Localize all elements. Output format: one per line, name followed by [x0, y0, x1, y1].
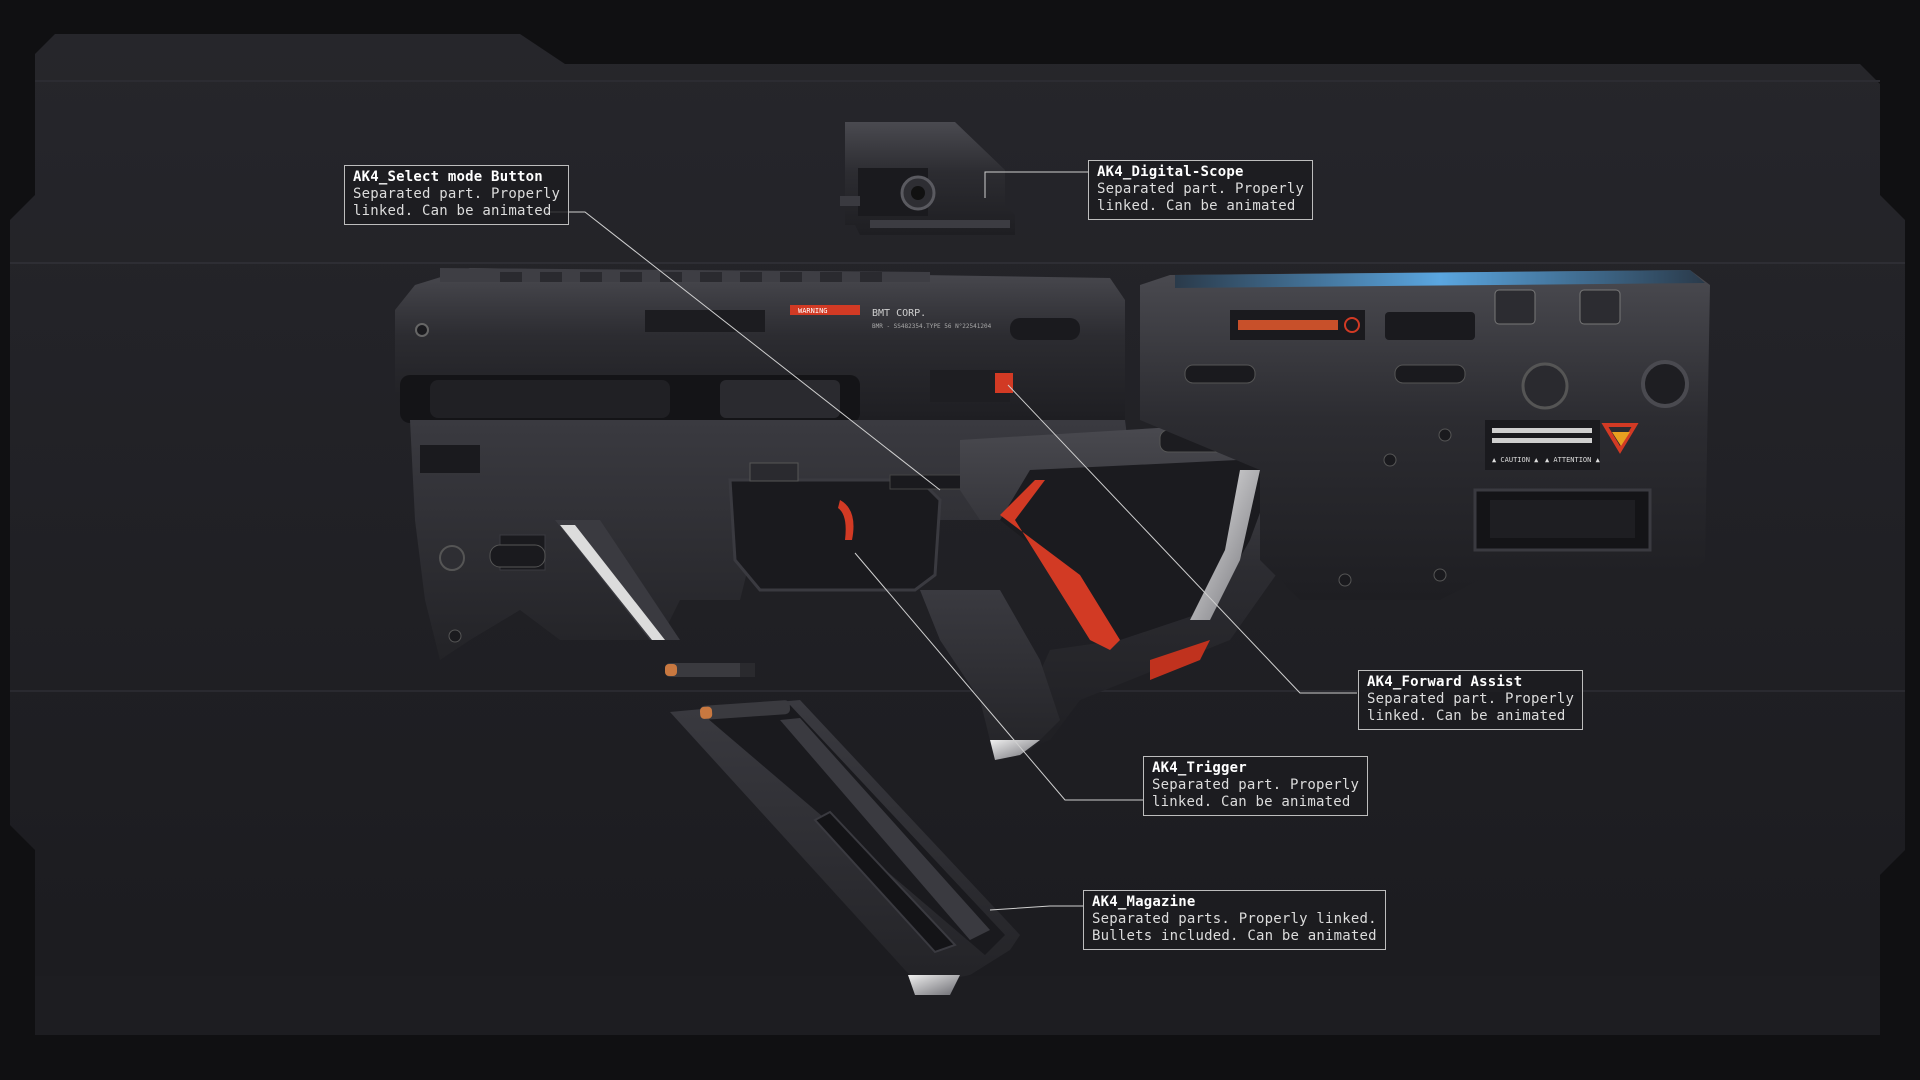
callout-desc-line: Separated part. Properly [1152, 777, 1360, 793]
attention-decal: ▲ ATTENTION ▲ [1545, 456, 1601, 464]
callout-desc-line: Bullets included. Can be animated [1092, 928, 1377, 944]
brand-marking: BMT CORP. [872, 308, 926, 319]
callout-desc-line: linked. Can be animated [353, 203, 552, 219]
caution-decal: ▲ CAUTION ▲ [1492, 456, 1539, 464]
callout-title: AK4_Forward Assist [1367, 674, 1523, 690]
loose-bullet [665, 663, 755, 677]
trigger-part [838, 500, 854, 540]
callout-title: AK4_Select mode Button [353, 169, 543, 185]
callout-desc-line: Separated part. Properly [353, 186, 561, 202]
forward-assist-part [995, 373, 1013, 393]
callout-desc-line: Separated parts. Properly linked. [1092, 911, 1377, 927]
callout-select-mode-button: AK4_Select mode Button Separated part. P… [344, 165, 570, 225]
callout-magazine: AK4_Magazine Separated parts. Properly l… [1083, 890, 1386, 950]
callout-forward-assist: AK4_Forward Assist Separated part. Prope… [1358, 670, 1584, 730]
callout-desc-line: Separated part. Properly [1367, 691, 1575, 707]
warning-decal: WARNING [798, 307, 828, 315]
magazine [670, 700, 1020, 995]
callout-desc-line: linked. Can be animated [1367, 708, 1566, 724]
pistol-grip [920, 590, 1060, 760]
callout-desc-line: linked. Can be animated [1097, 198, 1296, 214]
callout-desc-line: linked. Can be animated [1152, 794, 1351, 810]
callout-title: AK4_Trigger [1152, 760, 1247, 776]
callout-digital-scope: AK4_Digital-Scope Separated part. Proper… [1088, 160, 1314, 220]
callout-trigger: AK4_Trigger Separated part. Properly lin… [1143, 756, 1369, 816]
callout-desc-line: Separated part. Properly [1097, 181, 1305, 197]
serial-marking: BMR - SS482354.TYPE 56 N°22541204 [872, 323, 992, 330]
callout-title: AK4_Magazine [1092, 894, 1196, 910]
digital-scope [840, 122, 1015, 235]
callout-title: AK4_Digital-Scope [1097, 164, 1244, 180]
